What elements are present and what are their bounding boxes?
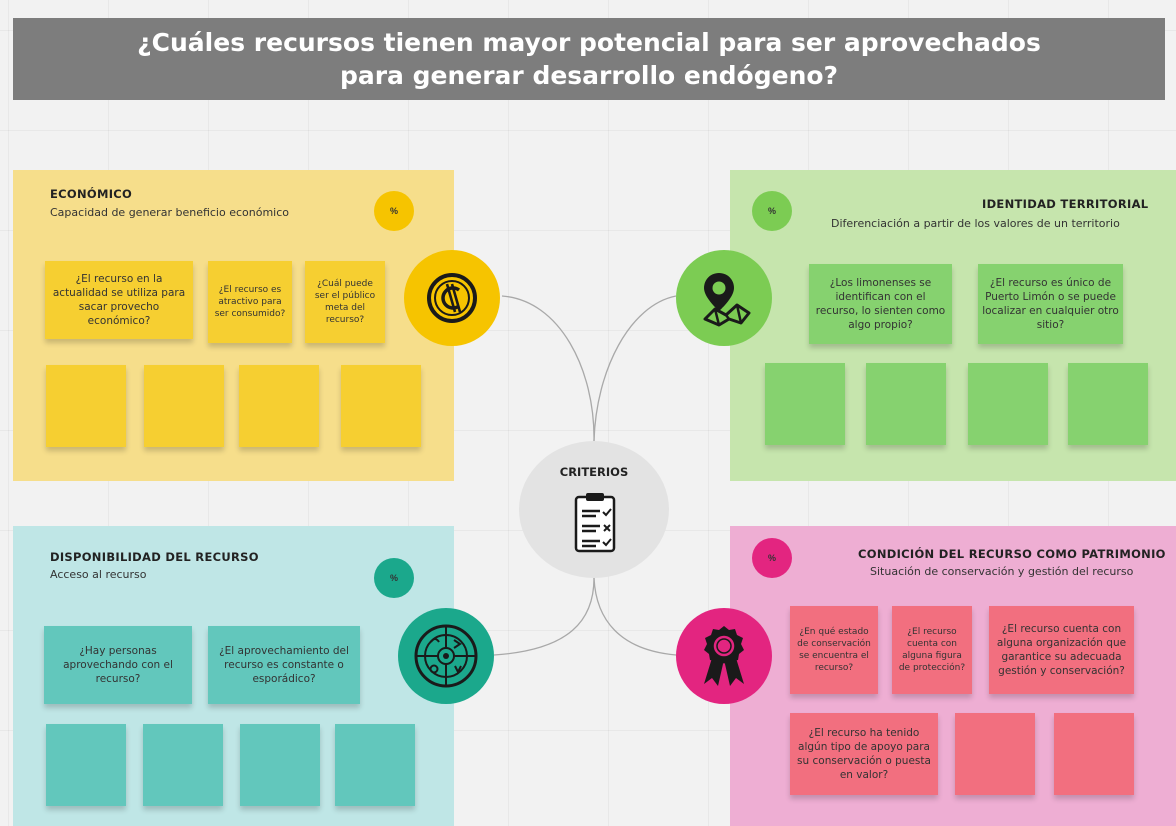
quadrant-subtitle: Acceso al recurso <box>50 568 147 581</box>
connector-economico <box>501 295 595 442</box>
quadrant-identidad: IDENTIDAD TERRITORIAL Diferenciación a p… <box>730 170 1176 481</box>
clipboard-checklist-icon <box>572 491 618 558</box>
quadrant-disponibilidad: DISPONIBILIDAD DEL RECURSO Acceso al rec… <box>13 526 454 826</box>
empty-sticky-note[interactable] <box>335 724 415 806</box>
resource-wheel-icon <box>398 608 494 704</box>
sticky-note[interactable]: ¿El recurso es único de Puerto Limón o s… <box>978 264 1123 344</box>
connector-identidad <box>593 295 677 442</box>
sticky-note[interactable]: ¿El recurso cuenta con alguna organizaci… <box>989 606 1134 694</box>
sticky-note[interactable]: ¿El aprovechamiento del recurso es const… <box>208 626 360 704</box>
sticky-note[interactable]: ¿El recurso cuenta con alguna figura de … <box>892 606 972 694</box>
empty-sticky-note[interactable] <box>46 724 126 806</box>
colon-currency-icon <box>404 250 500 346</box>
percent-badge[interactable]: % <box>374 558 414 598</box>
empty-sticky-note[interactable] <box>1054 713 1134 795</box>
connector-condicion <box>593 577 677 656</box>
sticky-note[interactable]: ¿Cuál puede ser el público meta del recu… <box>305 261 385 343</box>
quadrant-title: DISPONIBILIDAD DEL RECURSO <box>50 550 259 564</box>
title-bar: ¿Cuáles recursos tienen mayor potencial … <box>13 18 1165 100</box>
map-pin-icon <box>676 250 772 346</box>
quadrant-economico: ECONÓMICO Capacidad de generar beneficio… <box>13 170 454 481</box>
quadrant-title: IDENTIDAD TERRITORIAL <box>982 197 1149 211</box>
sticky-note[interactable]: ¿Hay personas aprovechando con el recurs… <box>44 626 192 704</box>
empty-sticky-note[interactable] <box>341 365 421 447</box>
sticky-note[interactable]: ¿En qué estado de conservación se encuen… <box>790 606 878 694</box>
empty-sticky-note[interactable] <box>46 365 126 447</box>
sticky-note[interactable]: ¿El recurso es atractivo para ser consum… <box>208 261 292 343</box>
connector-disponibilidad <box>493 577 595 656</box>
empty-sticky-note[interactable] <box>968 363 1048 445</box>
quadrant-title: CONDICIÓN DEL RECURSO COMO PATRIMONIO <box>858 547 1166 561</box>
empty-sticky-note[interactable] <box>866 363 946 445</box>
empty-sticky-note[interactable] <box>143 724 223 806</box>
criterios-label: CRITERIOS <box>559 465 629 479</box>
percent-badge[interactable]: % <box>752 191 792 231</box>
empty-sticky-note[interactable] <box>1068 363 1148 445</box>
sticky-note[interactable]: ¿Los limonenses se identifican con el re… <box>809 264 952 344</box>
quadrant-subtitle: Capacidad de generar beneficio económico <box>50 206 290 219</box>
percent-badge[interactable]: % <box>752 538 792 578</box>
page-title: ¿Cuáles recursos tienen mayor potencial … <box>137 28 1041 90</box>
award-ribbon-icon <box>676 608 772 704</box>
empty-sticky-note[interactable] <box>144 365 224 447</box>
quadrant-subtitle: Situación de conservación y gestión del … <box>870 565 1134 578</box>
percent-badge[interactable]: % <box>374 191 414 231</box>
quadrant-title: ECONÓMICO <box>50 187 133 201</box>
empty-sticky-note[interactable] <box>765 363 845 445</box>
empty-sticky-note[interactable] <box>240 724 320 806</box>
sticky-note[interactable]: ¿El recurso ha tenido algún tipo de apoy… <box>790 713 938 795</box>
quadrant-condicion: CONDICIÓN DEL RECURSO COMO PATRIMONIO Si… <box>730 526 1176 826</box>
quadrant-subtitle: Diferenciación a partir de los valores d… <box>831 217 1120 230</box>
sticky-note[interactable]: ¿El recurso en la actualidad se utiliza … <box>45 261 193 339</box>
empty-sticky-note[interactable] <box>955 713 1035 795</box>
criterios-hub[interactable]: CRITERIOS <box>519 441 669 578</box>
empty-sticky-note[interactable] <box>239 365 319 447</box>
